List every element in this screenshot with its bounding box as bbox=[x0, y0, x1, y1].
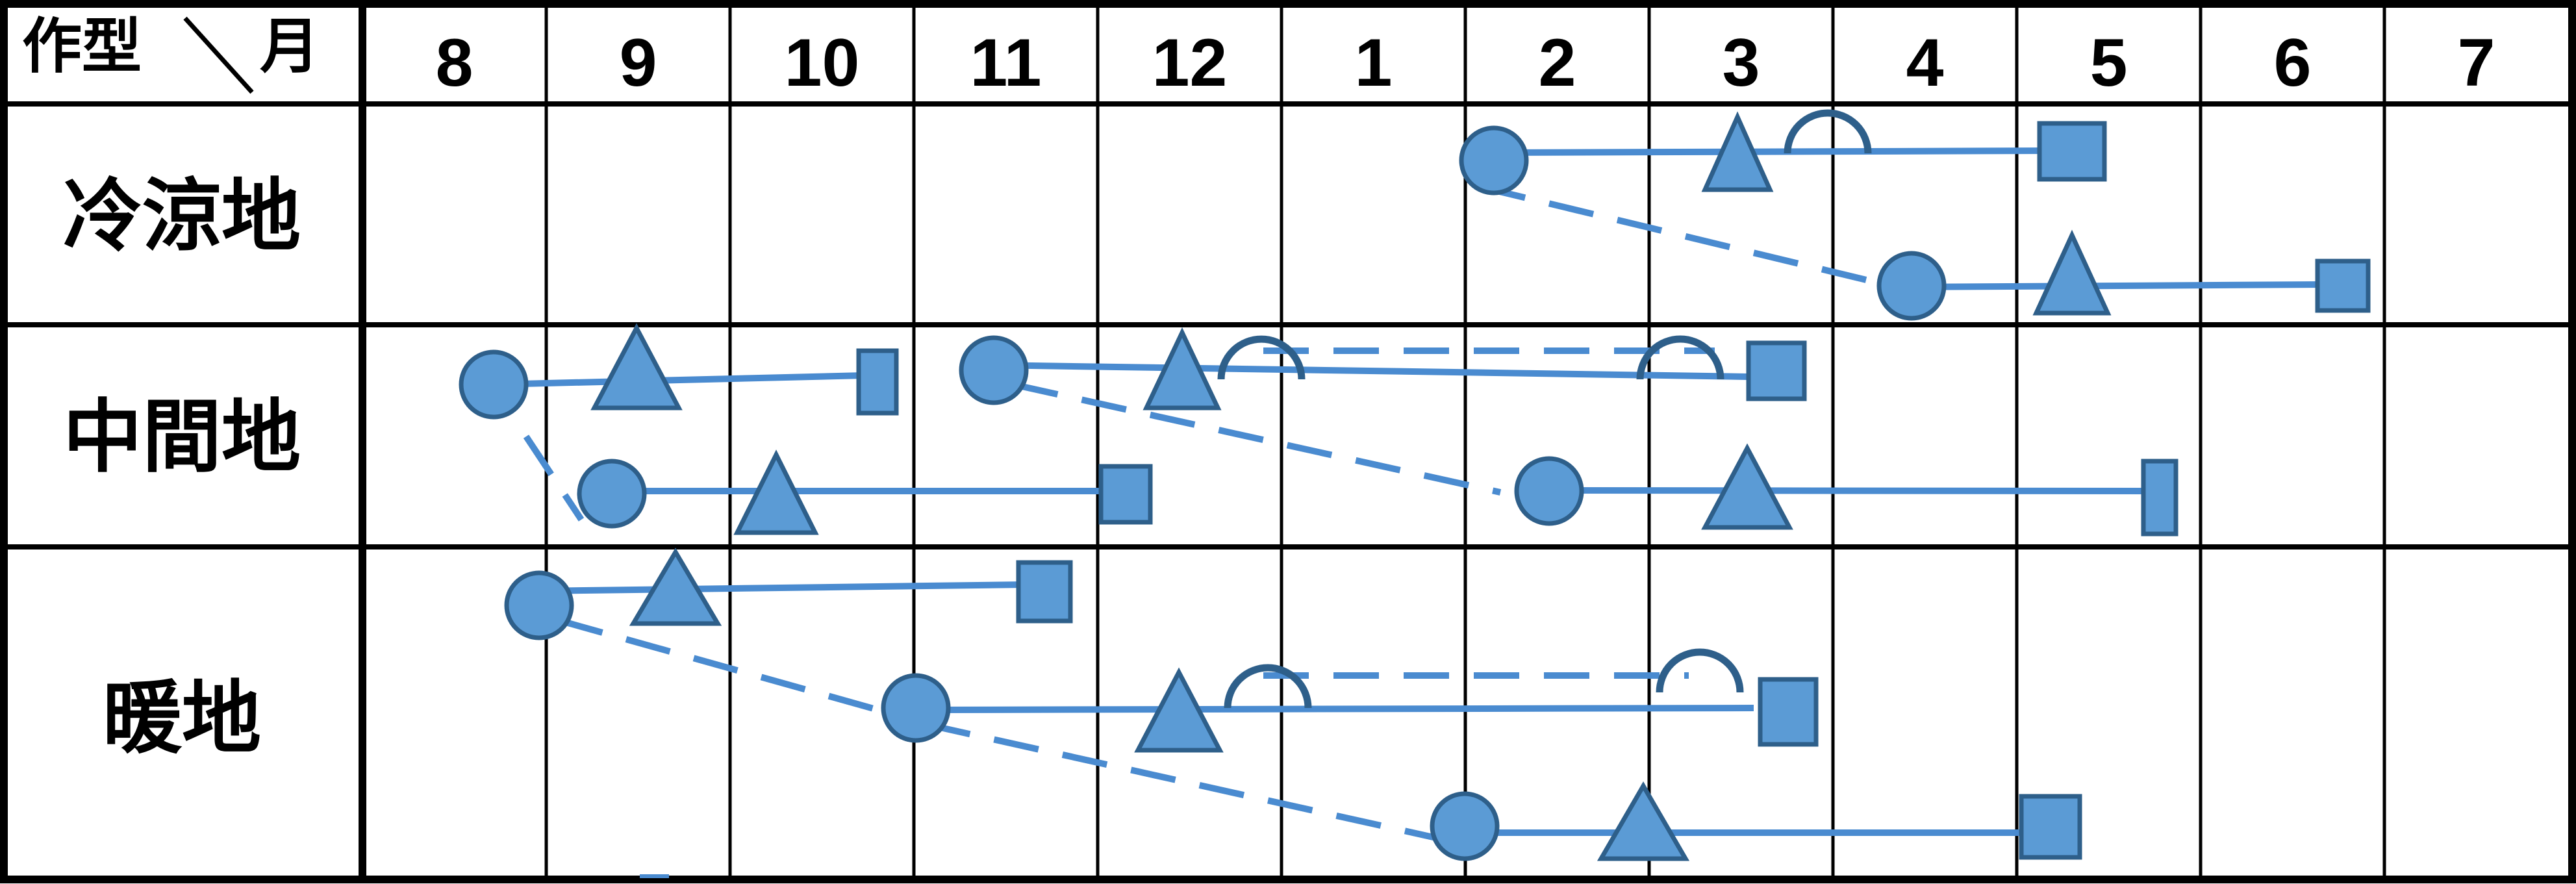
circle-icon bbox=[504, 570, 574, 640]
month-label: 4 bbox=[1906, 25, 1944, 101]
period-line bbox=[1902, 281, 2326, 290]
circle-icon bbox=[1876, 251, 1947, 321]
month-label: 8 bbox=[435, 25, 474, 101]
month-label: 11 bbox=[970, 25, 1042, 101]
month-label: 6 bbox=[2273, 25, 2312, 101]
square-icon bbox=[2315, 259, 2371, 313]
transition-dashed-line bbox=[557, 617, 907, 721]
row-label-intermediate-region: 中間地 bbox=[63, 391, 301, 483]
row-label-warm-region: 暖地 bbox=[103, 672, 261, 764]
period-line bbox=[1545, 487, 2151, 494]
circle-icon bbox=[459, 349, 529, 420]
square-icon bbox=[1746, 340, 1807, 401]
month-label: 2 bbox=[1538, 25, 1576, 101]
month-label: 3 bbox=[1722, 25, 1760, 101]
period-line bbox=[535, 581, 1027, 594]
transition-dashed-line bbox=[1012, 381, 1502, 496]
arch-icon bbox=[1636, 335, 1724, 380]
circle-icon bbox=[577, 459, 647, 529]
schedule-marks bbox=[459, 111, 2371, 861]
square-icon bbox=[1758, 677, 1819, 747]
triangle-icon bbox=[1143, 327, 1222, 410]
square-icon bbox=[856, 348, 899, 416]
circle-icon bbox=[1430, 791, 1500, 861]
square-icon bbox=[2019, 794, 2082, 860]
month-header: 月 bbox=[260, 12, 320, 81]
month-label: 1 bbox=[1354, 25, 1393, 101]
arch-marks bbox=[1217, 109, 1872, 709]
period-line bbox=[990, 362, 1748, 380]
square-icon bbox=[2141, 459, 2178, 537]
square-icon bbox=[1016, 560, 1073, 624]
transition-dashed-line bbox=[924, 721, 1443, 842]
arch-icon bbox=[1784, 109, 1872, 154]
arch-icon bbox=[1656, 648, 1744, 693]
circle-icon bbox=[959, 335, 1029, 405]
schedule-lines bbox=[493, 147, 2326, 842]
month-label: 12 bbox=[1152, 25, 1228, 101]
square-icon bbox=[2037, 121, 2107, 182]
month-label: 7 bbox=[2457, 25, 2495, 101]
triangle-icon bbox=[629, 548, 722, 626]
triangle-icon bbox=[1597, 781, 1690, 861]
transition-dashed-line bbox=[1480, 184, 1878, 286]
circle-icon bbox=[1514, 456, 1584, 526]
square-icon bbox=[1098, 464, 1153, 525]
period-line bbox=[1493, 147, 2053, 156]
triangle-icon bbox=[1134, 667, 1224, 753]
triangle-icon bbox=[2032, 229, 2112, 316]
arch-icon bbox=[1224, 664, 1312, 709]
month-label: 10 bbox=[784, 25, 860, 101]
circle-icon bbox=[881, 673, 951, 743]
triangle-icon bbox=[1701, 111, 1774, 192]
triangle-icon bbox=[733, 449, 819, 535]
month-label: 9 bbox=[619, 25, 657, 101]
month-label: 5 bbox=[2090, 25, 2128, 101]
row-label-cool-region: 冷涼地 bbox=[63, 170, 301, 262]
triangle-icon bbox=[590, 323, 683, 410]
period-line bbox=[493, 372, 865, 388]
triangle-icon bbox=[1701, 443, 1793, 530]
period-line bbox=[909, 705, 1754, 713]
transition-dashed-line bbox=[523, 435, 585, 522]
arch-icon bbox=[1217, 335, 1306, 380]
crop-type-header: 作型 bbox=[22, 12, 142, 81]
circle-icon bbox=[1459, 125, 1529, 196]
